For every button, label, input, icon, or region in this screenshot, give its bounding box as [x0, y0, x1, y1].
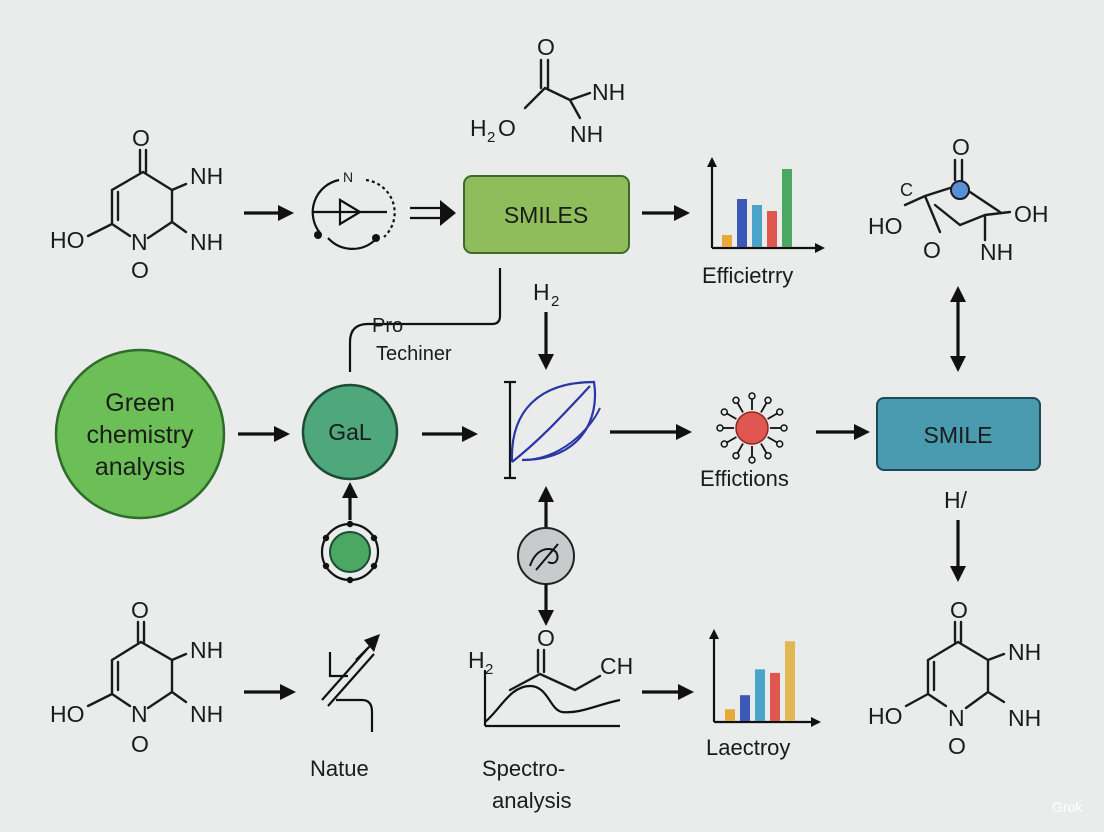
chart-top-bar-5 [782, 169, 792, 247]
star-ray-tip [748, 456, 756, 464]
atom-nh: NH [980, 239, 1013, 265]
label-natue: Natue [310, 756, 369, 781]
bar-chart-bottom [709, 629, 821, 727]
green-node-line-3: analysis [95, 453, 185, 481]
compass-n-label: N [343, 169, 353, 185]
atom-o-top: O [132, 125, 150, 151]
label-spectro-2: analysis [492, 788, 571, 813]
star-ray-tip [780, 424, 788, 432]
label-techiner: Techiner [376, 343, 452, 365]
atom-oh: OH [1014, 201, 1049, 227]
star-ray-tip [775, 440, 784, 448]
watermark-grok: Grok [1052, 799, 1083, 815]
molecule-bottom-right: O NH NH HO N O [868, 597, 1041, 759]
atom-n: N [131, 701, 148, 727]
atom-o: O [537, 34, 555, 60]
atom-h2o-o: O [498, 115, 516, 141]
compass-icon: N [311, 169, 396, 250]
molecule-top-center: O NH H 2 O NH [470, 34, 625, 147]
atom-nh-1: NH [190, 163, 223, 189]
star-ray-tip [720, 408, 729, 416]
atom-ho: HO [50, 227, 85, 253]
chart-bottom-bar-4 [770, 672, 780, 721]
gal-node[interactable]: GaL [301, 383, 399, 481]
atom-c: C [900, 180, 913, 200]
bar-chart-top [707, 157, 825, 253]
star-ray-tip [764, 396, 772, 405]
chart-top-bar-3 [752, 205, 762, 247]
atom-o-bottom: O [131, 731, 149, 757]
smiles-box[interactable]: SMILES [463, 175, 630, 254]
green-chemistry-node[interactable]: Green chemistry analysis [54, 348, 226, 520]
atom-nh-1: NH [592, 79, 625, 105]
smile-box-label: SMILE [923, 422, 992, 448]
chart-bottom-bar-3 [755, 669, 765, 721]
spectro-plot: O [483, 625, 621, 728]
green-node-line-2: chemistry [87, 421, 194, 449]
chart-bottom-bar-1 [725, 709, 735, 721]
gal-node-label: GaL [328, 419, 372, 445]
chart-top-label: Efficietrry [702, 263, 793, 288]
atom-o-bottom: O [131, 257, 149, 283]
atom-nh-2: NH [190, 229, 223, 255]
connector-smiles-to-gal [348, 268, 502, 372]
atom-o: O [952, 134, 970, 160]
star-ray-tip [775, 408, 784, 416]
label-effictions: Effictions [700, 466, 789, 491]
star-ray-tip [748, 392, 756, 400]
efflux-star-icon [716, 392, 788, 464]
label-spectro-1: Spectro- [482, 756, 565, 781]
star-ray-tip [716, 424, 724, 432]
nature-icon [321, 634, 380, 732]
green-node-line-1: Green [105, 389, 174, 417]
star-ray-tip [720, 440, 729, 448]
chart-top-bar-2 [737, 199, 747, 247]
cycle-icon [517, 527, 575, 585]
spectro-ch: CH [600, 653, 633, 679]
double-arrow [410, 200, 456, 226]
atom-nh-2: NH [190, 701, 223, 727]
spectro-h2-sub: 2 [485, 661, 493, 678]
star-ray-tip [732, 396, 740, 405]
spectro-o: O [537, 625, 555, 651]
star-ray-tip [732, 451, 740, 460]
atom-n: N [948, 705, 965, 731]
molecule-bottom-left: O NH NH HO N O [50, 597, 223, 757]
atom-o-low: O [923, 237, 941, 263]
atom-o-top: O [131, 597, 149, 623]
label-h-slash: H/ [944, 487, 968, 513]
molecule-top-left: O NH NH HO N O [50, 125, 223, 283]
atom-nh-1: NH [190, 637, 223, 663]
atom-n: N [131, 229, 148, 255]
chart-bottom-bar-5 [785, 641, 795, 721]
label-h2: H [533, 279, 550, 305]
atom-nh-1: NH [1008, 639, 1041, 665]
label-pro: Pro [372, 315, 403, 337]
atom-ho: HO [868, 213, 903, 239]
chart-top-bar-1 [722, 235, 732, 247]
label-h2-sub: 2 [551, 293, 559, 310]
atom-nh-2: NH [1008, 705, 1041, 731]
atom-nh-2: NH [570, 121, 603, 147]
spectro-h2: H [468, 647, 485, 673]
molecule-top-right: O C HO OH O NH [868, 134, 1049, 265]
atom-node-icon [320, 520, 380, 584]
smiles-box-label: SMILES [504, 202, 588, 228]
leaf-curve-icon [504, 380, 601, 480]
atom-h2o-sub: 2 [487, 129, 495, 146]
atom-h2o-h: H [470, 115, 487, 141]
chart-bottom-label: Laectroy [706, 735, 790, 760]
chart-top-bar-4 [767, 211, 777, 247]
chart-bottom-bar-2 [740, 695, 750, 721]
atom-ho: HO [868, 703, 903, 729]
star-ray-tip [764, 451, 772, 460]
atom-ho: HO [50, 701, 85, 727]
atom-o-top: O [950, 597, 968, 623]
atom-o-bottom: O [948, 733, 966, 759]
smile-box[interactable]: SMILE [876, 397, 1041, 471]
